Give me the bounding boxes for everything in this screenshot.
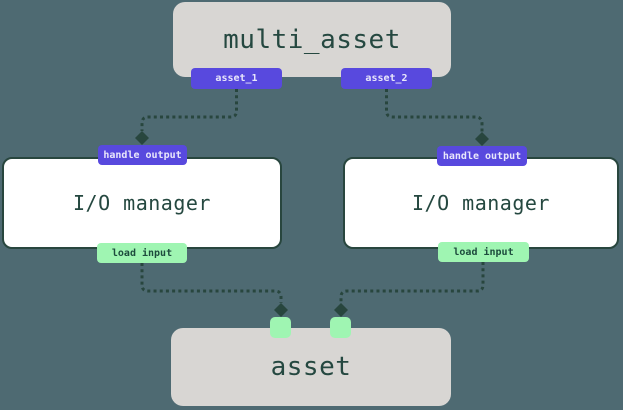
handle-output-badge-left: handle output — [98, 145, 187, 165]
asset-1-output-label: asset_1 — [215, 73, 258, 84]
load-input-badge-right: load input — [438, 242, 529, 262]
io-manager-title-left: I/O manager — [73, 191, 211, 215]
multi-asset-node: multi_asset — [173, 2, 451, 77]
asset-input-port-left — [270, 317, 291, 338]
asset-2-output-label: asset_2 — [365, 73, 408, 84]
edge-right-io-to-asset — [339, 262, 485, 303]
load-input-label-right: load input — [453, 246, 514, 258]
asset-node: asset — [171, 328, 451, 406]
handle-output-label-right: handle output — [442, 150, 522, 162]
load-input-label-left: load input — [111, 247, 173, 259]
io-manager-title-right: I/O manager — [412, 191, 550, 215]
edge-left-io-to-asset — [140, 263, 283, 303]
diamond-arrowhead — [135, 131, 149, 145]
load-input-badge-left: load input — [97, 243, 187, 263]
edge-asset1-to-left-io — [140, 89, 238, 131]
io-manager-node-left: I/O manager — [2, 157, 282, 249]
diamond-arrowhead — [475, 132, 489, 146]
handle-output-badge-right: handle output — [437, 146, 527, 166]
diamond-arrowhead — [334, 303, 348, 317]
asset-title: asset — [270, 352, 352, 382]
asset-input-port-right — [330, 317, 351, 338]
multi-asset-title: multi_asset — [223, 24, 401, 55]
handle-output-label-left: handle output — [103, 149, 182, 161]
edge-asset2-to-right-io — [385, 89, 484, 132]
diamond-arrowhead — [274, 303, 288, 317]
asset-2-output-badge: asset_2 — [341, 68, 432, 89]
asset-1-output-badge: asset_1 — [191, 68, 282, 89]
